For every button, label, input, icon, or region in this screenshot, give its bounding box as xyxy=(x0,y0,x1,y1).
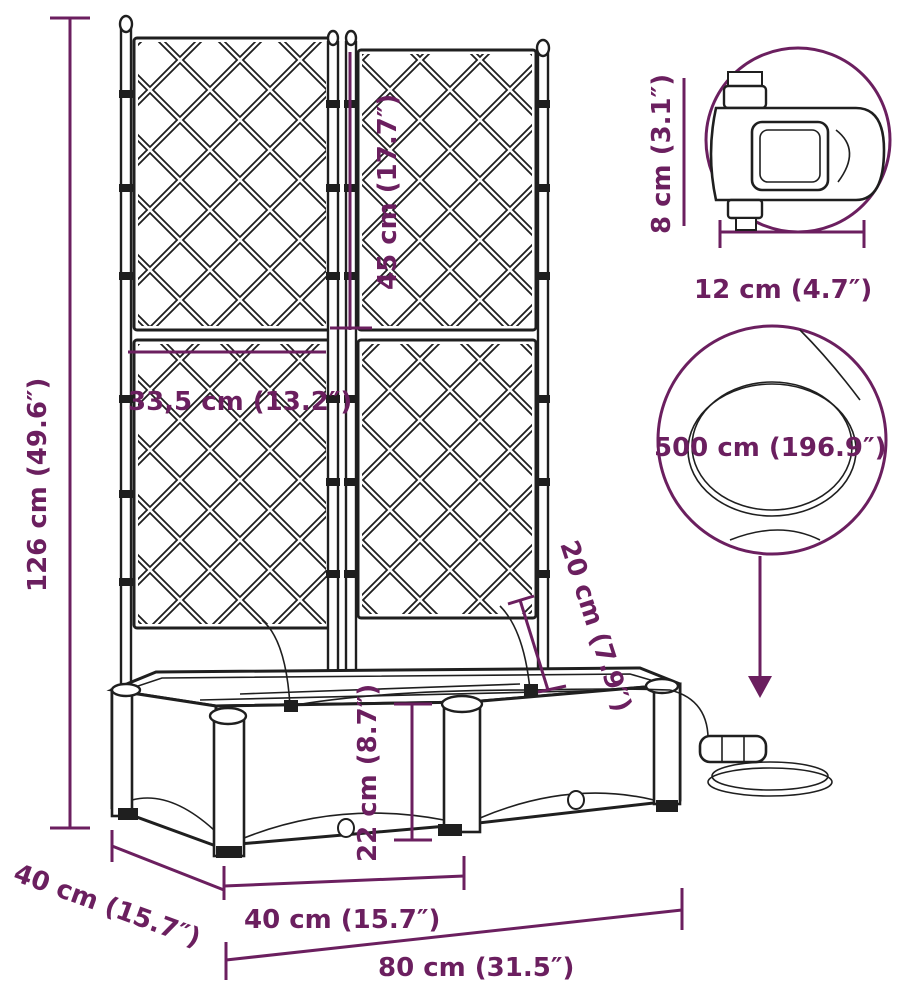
label-timer-height: 8 cm (3.1″) xyxy=(647,74,677,234)
label-planter-module-width: 40 cm (15.7″) xyxy=(244,905,440,935)
label-planter-total-width: 80 cm (31.5″) xyxy=(378,953,574,983)
lattice-top-left xyxy=(138,42,326,326)
lattice-bottom-left xyxy=(138,344,326,624)
label-planter-height: 22 cm (8.7″) xyxy=(353,684,383,862)
label-timer-width: 12 cm (4.7″) xyxy=(694,275,872,305)
trellis xyxy=(118,14,551,690)
lattice-top-right xyxy=(362,54,532,326)
label-trellis-panel-height: 45 cm (17.7″) xyxy=(373,94,403,290)
timer-detail xyxy=(704,46,892,234)
planter-box xyxy=(106,666,682,858)
label-hose-length: 500 cm (196.9″) xyxy=(654,433,887,463)
drip-irrigation-tubing xyxy=(261,605,709,745)
lattice-bottom-right xyxy=(362,344,532,614)
label-trellis-panel-width: 33,5 cm (13.2″) xyxy=(128,387,352,417)
label-total-height: 126 cm (49.6″) xyxy=(23,378,53,592)
hose-coil xyxy=(698,734,833,797)
trellis-posts xyxy=(118,14,551,690)
hose-detail xyxy=(656,324,888,698)
dimension-lines xyxy=(50,16,866,980)
label-planter-depth: 40 cm (15.7″) xyxy=(10,858,205,953)
